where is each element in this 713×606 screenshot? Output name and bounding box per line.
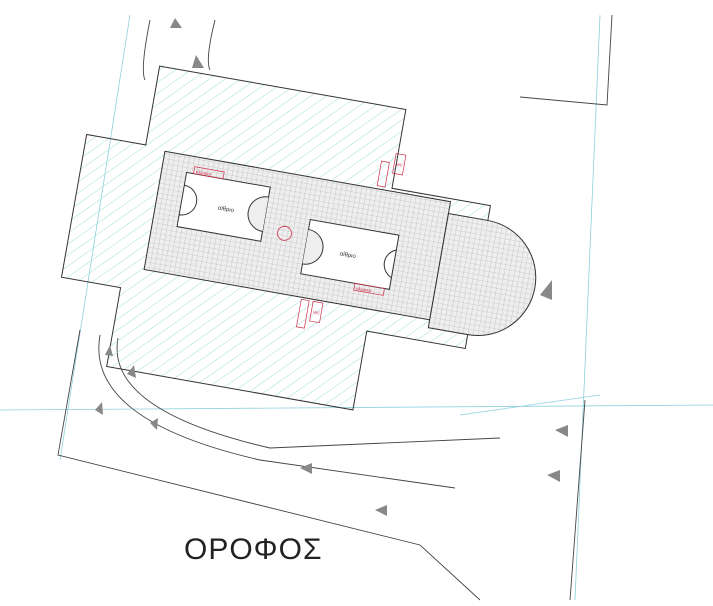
- arrow-icons: [95, 18, 568, 516]
- room-right: αίθριο κλίμακα: [300, 219, 400, 296]
- room-label: αίθριο: [339, 251, 357, 260]
- room-label: αίθριο: [217, 205, 235, 214]
- center-column: [277, 225, 292, 241]
- wc-top: WC: [376, 153, 407, 188]
- stair-label: κλίμακα: [356, 286, 373, 294]
- wc-label: WC: [396, 162, 404, 168]
- boundary-walls: [57, 14, 613, 601]
- wc-bottom: WC: [296, 298, 324, 329]
- stair-label: κλίμακα: [195, 169, 212, 177]
- paved-apse: [427, 212, 537, 336]
- room-left: αίθριο κλίμακα: [176, 166, 271, 242]
- floor-title: ΟΡΟΦΟΣ: [184, 533, 323, 566]
- wc-label: WC: [313, 310, 321, 316]
